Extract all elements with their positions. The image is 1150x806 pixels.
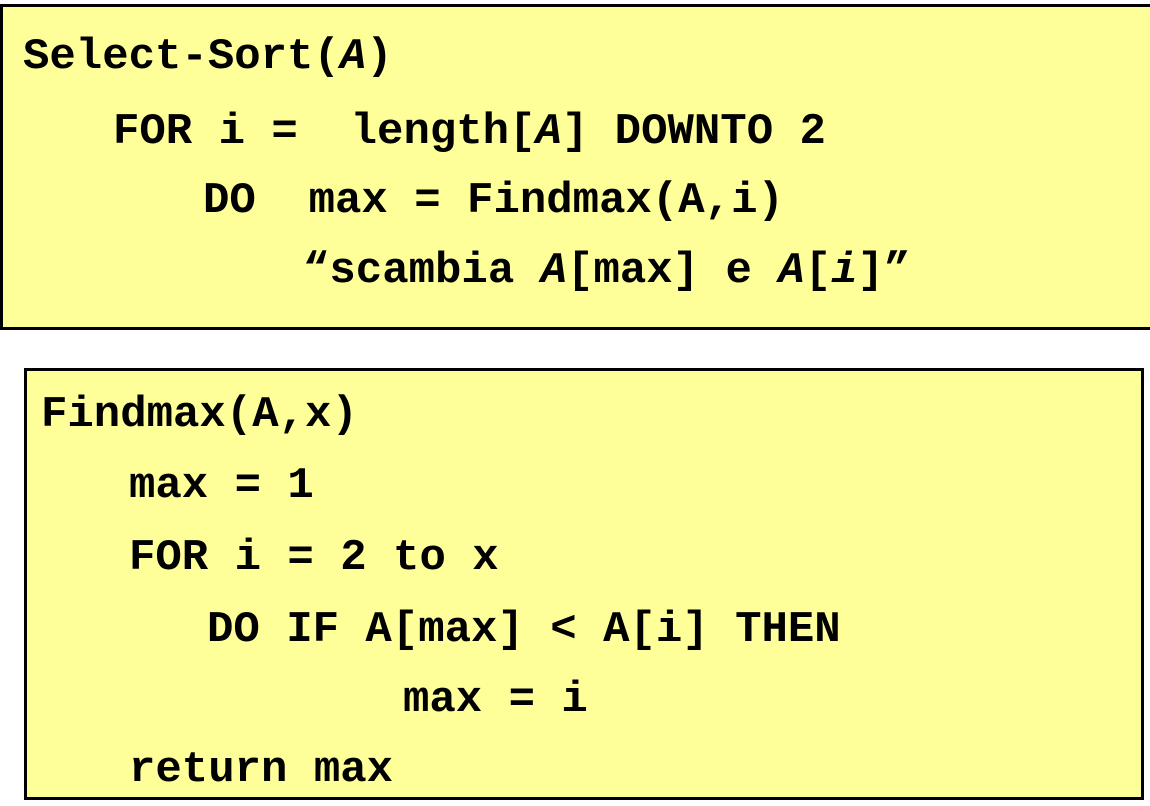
- findmax-code-box: Findmax(A,x) max = 1 FOR i = 2 to x DO I…: [24, 368, 1144, 800]
- select-sort-swap-line: “scambia A[max] e A[i]”: [303, 249, 910, 293]
- swap-open: “scambia: [303, 246, 541, 296]
- findmax-header: Findmax(A,x): [41, 390, 358, 440]
- for-param: A: [535, 107, 562, 157]
- for-suffix: ] DOWNTO 2: [561, 107, 826, 157]
- for-prefix: FOR i = length[: [113, 107, 536, 157]
- swap-mid: [max] e: [567, 246, 779, 296]
- swap-close: ]”: [857, 246, 911, 296]
- findmax-assign-line: max = i: [403, 675, 588, 725]
- findmax-init-line: max = 1: [129, 461, 314, 511]
- findmax-for-line: FOR i = 2 to x: [129, 533, 499, 583]
- select-sort-for-line: FOR i = length[A] DOWNTO 2: [113, 110, 826, 154]
- swap-index: i: [831, 246, 858, 296]
- select-sort-do-line: DO max = Findmax(A,i): [203, 176, 784, 226]
- swap-bracket: [: [804, 246, 832, 296]
- findmax-return-line: return max: [129, 745, 394, 795]
- select-sort-header: Select-Sort(A): [23, 35, 393, 79]
- select-sort-name: Select-Sort(: [23, 32, 340, 82]
- swap-array-2: A: [778, 246, 805, 296]
- swap-array-1: A: [540, 246, 568, 296]
- select-sort-param: A: [339, 32, 367, 82]
- select-sort-code-box: Select-Sort(A) FOR i = length[A] DOWNTO …: [0, 4, 1150, 330]
- select-sort-close-paren: ): [366, 32, 393, 82]
- findmax-if-line: DO IF A[max] < A[i] THEN: [207, 605, 841, 655]
